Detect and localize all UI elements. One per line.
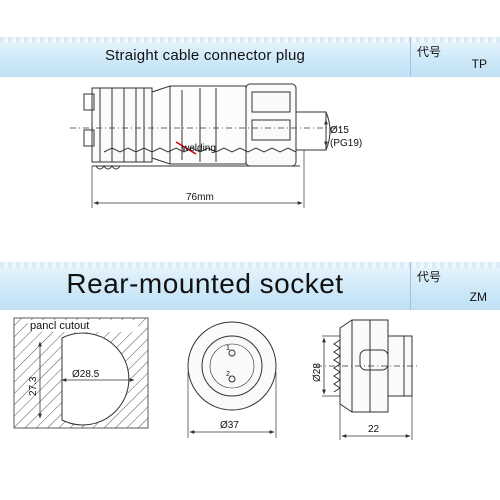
cutout-flat-label: 27.3 <box>28 376 39 396</box>
top-code-value: TP <box>471 57 487 71</box>
plug-length-label: 76mm <box>186 192 214 203</box>
socket-side-view <box>316 319 420 413</box>
plug-cable-outlet <box>296 111 327 151</box>
plug-thread-label: (PG19) <box>330 138 362 149</box>
plug-gland-nut <box>245 83 297 167</box>
top-code-label: 代号 <box>417 45 442 59</box>
pin-2-label: 2 <box>226 371 230 378</box>
socket-pin-1 <box>228 349 236 357</box>
bottom-code-label: 代号 <box>417 270 442 284</box>
bottom-code-value: ZM <box>469 290 487 304</box>
cutout-label: pancl cutout <box>30 320 89 332</box>
face-diameter-label: Ø37 <box>220 420 239 431</box>
plug-pin <box>83 93 95 111</box>
bottom-banner-background <box>0 262 500 310</box>
cutout-diameter-label: Ø28.5 <box>72 369 100 380</box>
body-length-label: 22 <box>368 424 380 435</box>
welding-label: welding <box>181 143 216 154</box>
bottom-banner: Rear-mounted socket 代号 ZM <box>0 262 500 310</box>
top-title: Straight cable connector plug <box>104 47 306 64</box>
bottom-code-box: 代号 ZM <box>410 262 500 310</box>
plug-diameter-label: Ø15 <box>330 125 349 136</box>
socket-pin-2 <box>228 375 236 383</box>
plug-coupling-nut <box>91 87 153 163</box>
plug-pin <box>83 129 95 147</box>
thread-diameter-label: Ø28 <box>312 363 323 382</box>
plug-thread <box>103 147 297 153</box>
top-banner-background <box>0 37 500 77</box>
socket-front-view <box>187 321 277 411</box>
plug-drawing <box>70 83 340 170</box>
bottom-banner-stripes <box>0 262 500 268</box>
bottom-title: Rear-mounted socket <box>66 268 344 299</box>
welding-leader <box>175 141 197 155</box>
pin-1-label: 1 <box>226 345 230 352</box>
top-code-box: 代号 TP <box>410 37 500 77</box>
top-banner-stripes <box>0 37 500 43</box>
top-banner: Straight cable connector plug 代号 TP <box>0 37 500 77</box>
